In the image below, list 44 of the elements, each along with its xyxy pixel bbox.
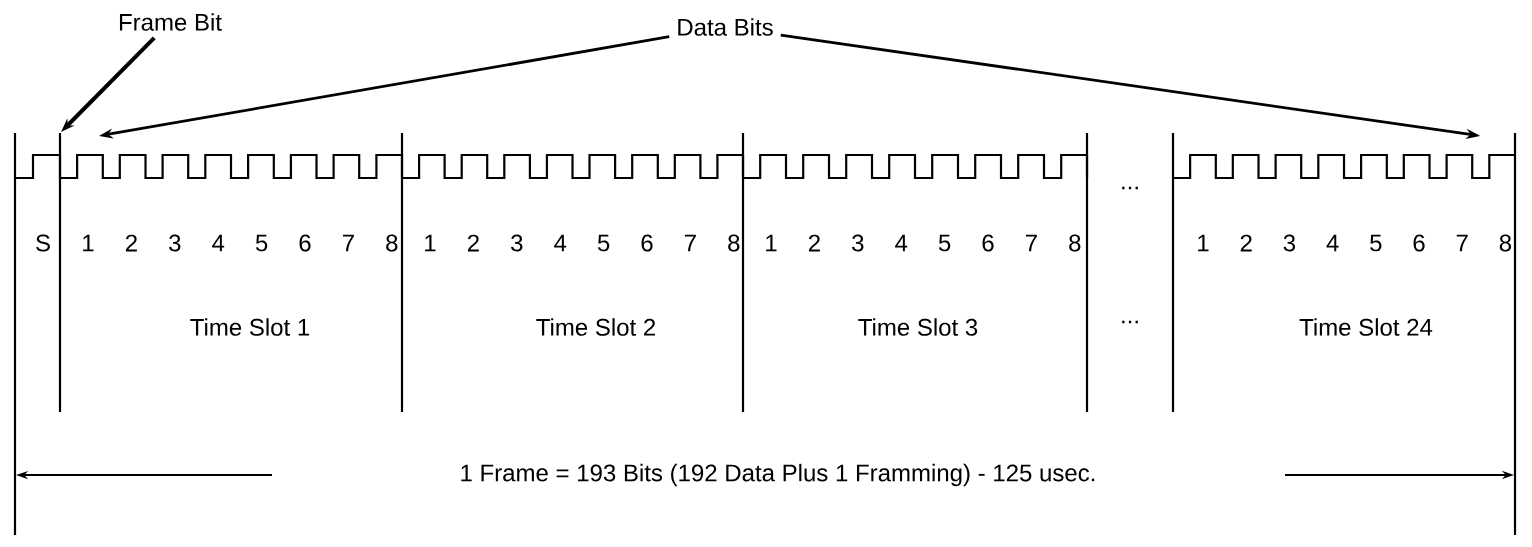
callout-label: Data Bits bbox=[678, 18, 773, 36]
bit-number: 4 bbox=[212, 234, 225, 252]
bit-number: 5 bbox=[938, 234, 951, 252]
callout-label: Frame Bit bbox=[119, 13, 222, 31]
bit-number: 2 bbox=[467, 234, 479, 252]
ellipsis: ... bbox=[1122, 186, 1138, 190]
bit-number: 3 bbox=[852, 234, 864, 252]
bit-number: 5 bbox=[255, 234, 268, 252]
bit-number: S bbox=[36, 234, 50, 252]
bit-number: 6 bbox=[982, 234, 994, 252]
bit-number: 2 bbox=[808, 234, 820, 252]
bit-number: 7 bbox=[684, 234, 696, 252]
bit-number: 7 bbox=[342, 234, 354, 252]
bit-number: 1 bbox=[1198, 234, 1209, 252]
bit-number: 4 bbox=[895, 234, 908, 252]
bit-number: 7 bbox=[1456, 234, 1468, 252]
bit-number: 1 bbox=[766, 234, 777, 252]
bit-number: 2 bbox=[1240, 234, 1252, 252]
bit-number: 6 bbox=[1413, 234, 1425, 252]
bit-number: 3 bbox=[169, 234, 181, 252]
bit-number: 1 bbox=[83, 234, 94, 252]
slot-label: Time Slot 1 bbox=[190, 318, 310, 336]
bit-number: 1 bbox=[425, 234, 436, 252]
ellipsis: ... bbox=[1122, 320, 1138, 324]
pulse-train bbox=[1173, 153, 1515, 180]
pulse-train bbox=[60, 153, 404, 180]
bit-number: 2 bbox=[125, 234, 137, 252]
bit-number: 8 bbox=[1069, 234, 1081, 252]
bit-number: 3 bbox=[511, 234, 523, 252]
slot-label: Time Slot 2 bbox=[536, 318, 655, 336]
bit-number: 8 bbox=[386, 234, 398, 252]
bit-number: 5 bbox=[1370, 234, 1382, 252]
bit-number: 7 bbox=[1025, 234, 1037, 252]
bit-number: 6 bbox=[299, 234, 311, 252]
bit-number: 6 bbox=[641, 234, 653, 252]
dimension-label: 1 Frame = 193 Bits (192 Data Plus 1 Framming) - 125 usec. bbox=[461, 463, 1095, 487]
bit-number: 4 bbox=[1326, 234, 1339, 252]
bit-number: 3 bbox=[1283, 234, 1296, 252]
bit-number: 8 bbox=[728, 234, 740, 252]
bit-number: 4 bbox=[554, 234, 567, 252]
slot-label: Time Slot 3 bbox=[858, 318, 978, 336]
slot-label: Time Slot 24 bbox=[1299, 318, 1433, 336]
bit-number: 8 bbox=[1499, 234, 1512, 252]
bit-number: 5 bbox=[597, 234, 610, 252]
